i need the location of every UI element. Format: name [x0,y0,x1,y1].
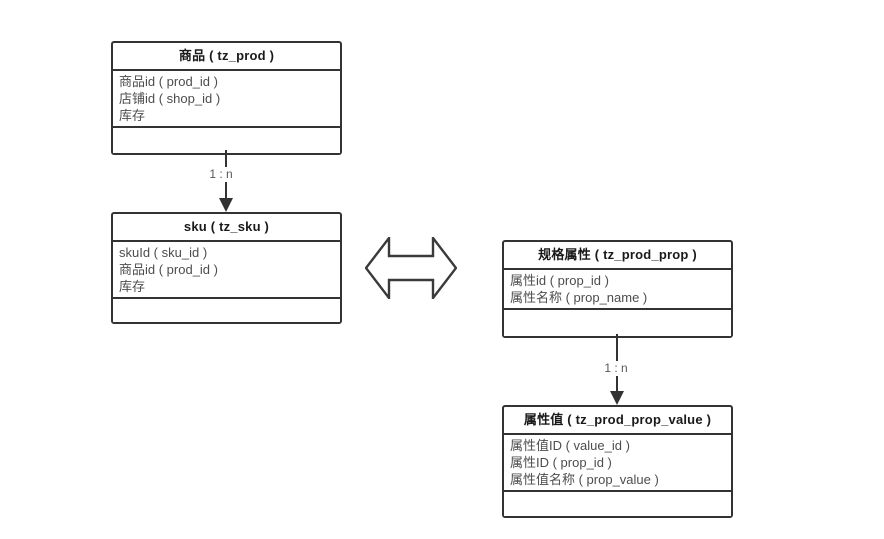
entity-field: 库存 [119,279,146,294]
entity-title-sku: sku ( tz_sku ) [113,214,340,242]
arrowhead-down-icon [219,198,233,212]
entity-fields-sku: skuId ( sku_id ) 商品id ( prod_id ) 库存 [113,242,340,299]
entity-field: 属性ID ( prop_id ) [510,455,612,470]
entity-empty-row [504,310,731,336]
entity-title-prod-prop-value: 属性值 ( tz_prod_prop_value ) [504,407,731,435]
arrowhead-down-icon [610,391,624,405]
entity-title-prod: 商品 ( tz_prod ) [113,43,340,71]
entity-empty-row [504,492,731,516]
entity-field: skuId ( sku_id ) [119,245,208,260]
entity-table-prod: 商品 ( tz_prod ) 商品id ( prod_id ) 店铺id ( s… [111,41,342,155]
entity-title-prod-prop: 规格属性 ( tz_prod_prop ) [504,242,731,270]
entity-field: 属性名称 ( prop_name ) [510,290,648,305]
entity-field: 属性值ID ( value_id ) [510,438,630,453]
entity-field: 商品id ( prod_id ) [119,262,218,277]
cardinality-label-prod-sku: 1 : n [199,167,243,182]
entity-table-sku: sku ( tz_sku ) skuId ( sku_id ) 商品id ( p… [111,212,342,324]
entity-table-prod-prop: 规格属性 ( tz_prod_prop ) 属性id ( prop_id ) 属… [502,240,733,338]
entity-fields-prod-prop-value: 属性值ID ( value_id ) 属性ID ( prop_id ) 属性值名… [504,435,731,492]
entity-field: 属性值名称 ( prop_value ) [510,472,659,487]
entity-fields-prod-prop: 属性id ( prop_id ) 属性名称 ( prop_name ) [504,270,731,310]
entity-empty-row [113,299,340,322]
entity-field: 店铺id ( shop_id ) [119,91,221,106]
entity-empty-row [113,128,340,153]
entity-fields-prod: 商品id ( prod_id ) 店铺id ( shop_id ) 库存 [113,71,340,128]
entity-table-prod-prop-value: 属性值 ( tz_prod_prop_value ) 属性值ID ( value… [502,405,733,518]
entity-field: 商品id ( prod_id ) [119,74,218,89]
double-headed-horizontal-arrow-icon [365,237,457,299]
entity-field: 属性id ( prop_id ) [510,273,609,288]
entity-field: 库存 [119,108,146,123]
cardinality-label-prop-value: 1 : n [594,361,638,376]
